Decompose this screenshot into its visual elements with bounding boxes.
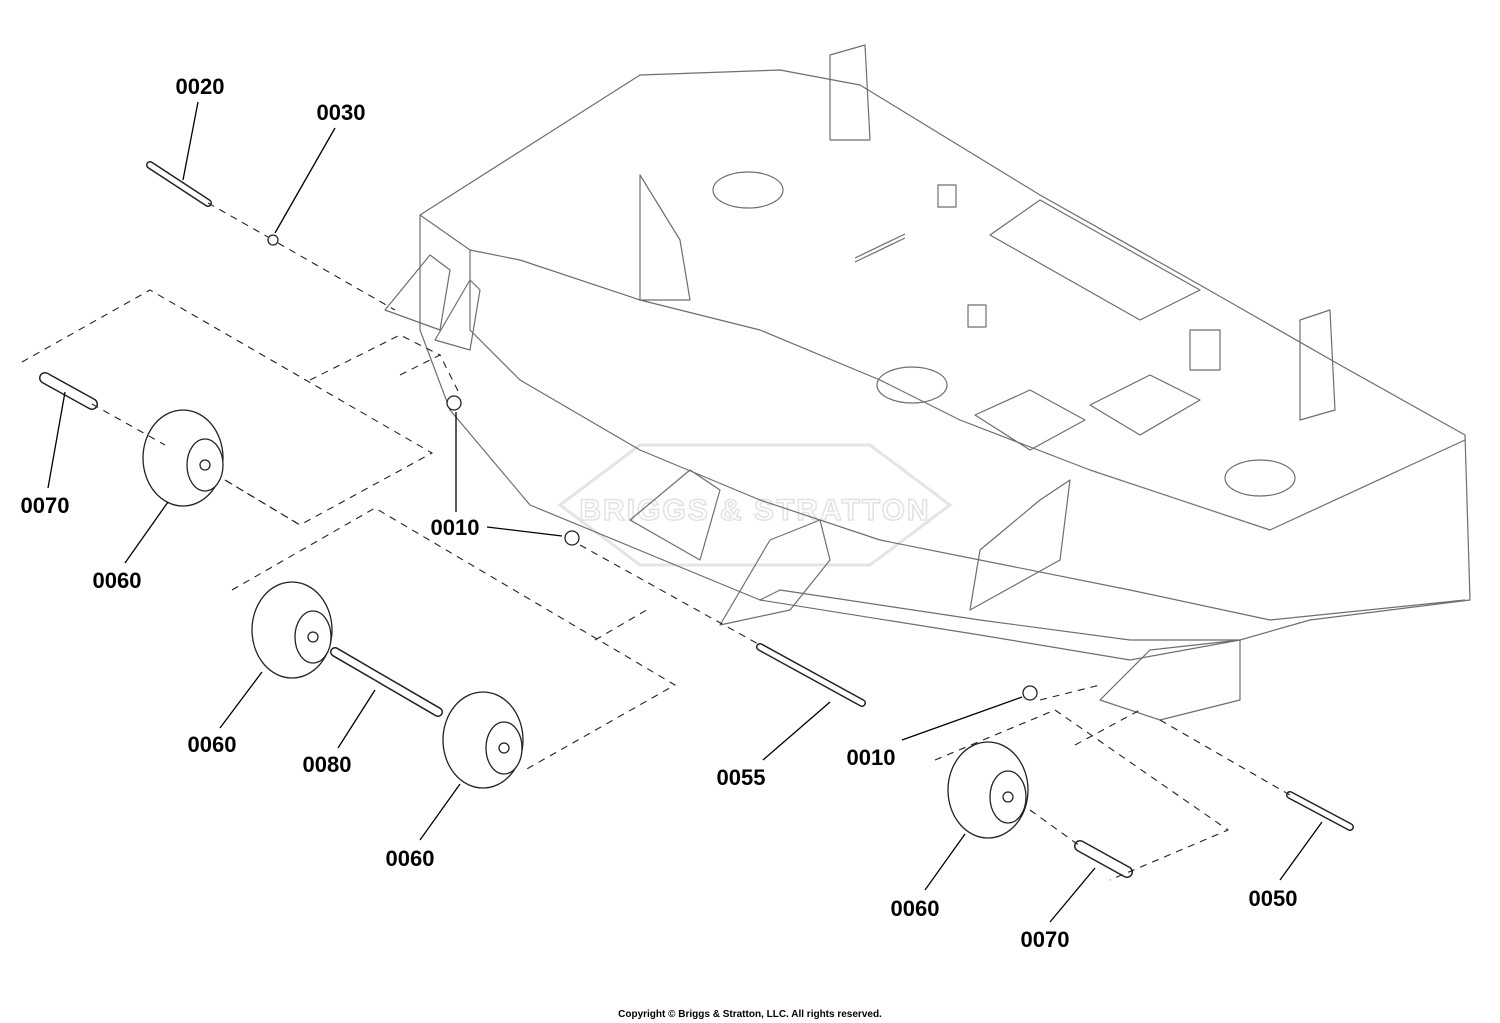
assembly-lines bbox=[21, 202, 1291, 881]
callout-0010-right: 0010 bbox=[847, 745, 896, 770]
watermark-text: BRIGGS & STRATTON bbox=[579, 494, 930, 527]
watermark-logo: BRIGGS & STRATTON bbox=[557, 443, 953, 567]
wheels bbox=[142, 409, 1029, 839]
callout-0080: 0080 bbox=[303, 752, 352, 777]
callout-0060-right: 0060 bbox=[891, 896, 940, 921]
callout-0070-left: 0070 bbox=[21, 493, 70, 518]
callout-0050: 0050 bbox=[1249, 886, 1298, 911]
callout-0070-right: 0070 bbox=[1021, 927, 1070, 952]
leader-lines bbox=[47, 101, 1323, 923]
copyright-notice: Copyright © Briggs & Stratton, LLC. All … bbox=[618, 1009, 882, 1020]
callout-labels: 0020 0030 0070 0060 0010 0060 0080 0060 … bbox=[21, 74, 1298, 952]
callout-0020: 0020 bbox=[176, 74, 225, 99]
callout-0060-mid-left: 0060 bbox=[188, 732, 237, 757]
callout-0060-mid-bottom: 0060 bbox=[386, 846, 435, 871]
mower-deck bbox=[384, 44, 1471, 721]
callout-0055: 0055 bbox=[717, 765, 766, 790]
callout-0010-center: 0010 bbox=[431, 515, 480, 540]
hardware-parts bbox=[39, 161, 1354, 878]
callout-0030: 0030 bbox=[317, 100, 366, 125]
callout-0060-left-top: 0060 bbox=[93, 568, 142, 593]
